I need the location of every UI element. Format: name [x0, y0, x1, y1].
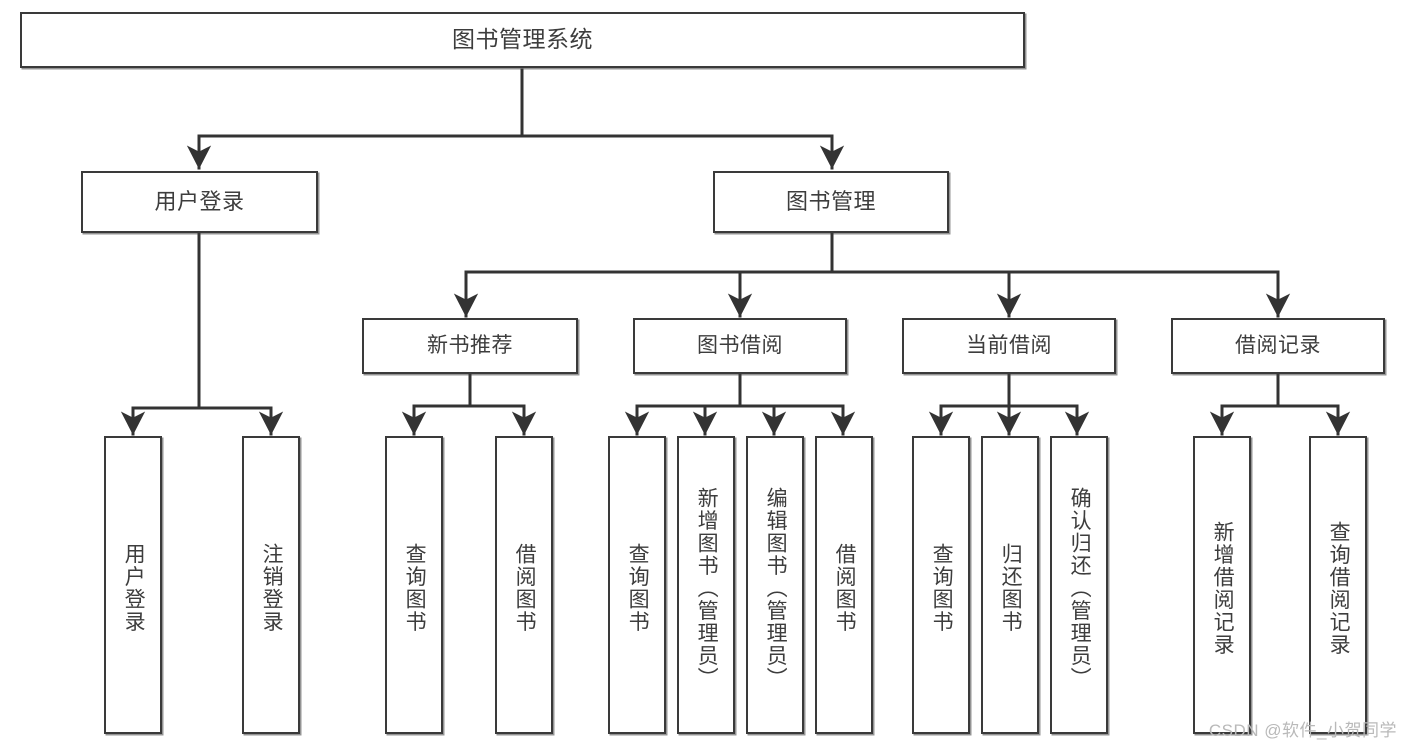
node-label: 注销登录	[260, 543, 284, 633]
node-label: 借阅图书	[513, 543, 537, 633]
leaf-record-add-record[interactable]: 新增借阅记录	[1193, 436, 1251, 734]
leaf-recommend-query-book[interactable]: 查询图书	[385, 436, 443, 734]
node-label: 用户登录	[122, 543, 146, 633]
node-label: 归还图书	[999, 543, 1023, 633]
node-label: 图书管理系统	[452, 26, 593, 53]
node-current-borrow[interactable]: 当前借阅	[902, 318, 1116, 374]
node-label: 确认归还（管理员）	[1068, 486, 1092, 690]
node-borrow-record[interactable]: 借阅记录	[1171, 318, 1385, 374]
node-user-login[interactable]: 用户登录	[81, 171, 318, 233]
node-label: 编辑图书（管理员）	[764, 486, 788, 690]
node-label: 新增图书（管理员）	[695, 486, 719, 690]
leaf-user-login-logout[interactable]: 注销登录	[242, 436, 300, 734]
leaf-borrow-query-book[interactable]: 查询图书	[608, 436, 666, 734]
leaf-borrow-edit-book-admin[interactable]: 编辑图书（管理员）	[746, 436, 804, 734]
leaf-current-confirm-return-admin[interactable]: 确认归还（管理员）	[1050, 436, 1108, 734]
node-label: 借阅记录	[1235, 334, 1321, 358]
node-root-system[interactable]: 图书管理系统	[20, 12, 1025, 68]
node-label: 查询图书	[403, 543, 427, 633]
leaf-record-query-record[interactable]: 查询借阅记录	[1309, 436, 1367, 734]
csdn-watermark: CSDN @软件_小贺同学	[1208, 721, 1397, 740]
leaf-borrow-borrow-book[interactable]: 借阅图书	[815, 436, 873, 734]
node-label: 新增借阅记录	[1211, 520, 1235, 656]
node-label: 新书推荐	[427, 334, 513, 358]
leaf-user-login-login[interactable]: 用户登录	[104, 436, 162, 734]
node-label: 借阅图书	[833, 543, 857, 633]
node-book-borrow[interactable]: 图书借阅	[633, 318, 847, 374]
node-label: 当前借阅	[966, 334, 1052, 358]
node-label: 用户登录	[154, 188, 245, 214]
leaf-recommend-borrow-book[interactable]: 借阅图书	[495, 436, 553, 734]
node-new-book-recommend[interactable]: 新书推荐	[362, 318, 578, 374]
leaf-current-query-book[interactable]: 查询图书	[912, 436, 970, 734]
node-label: 查询图书	[626, 543, 650, 633]
leaf-current-return-book[interactable]: 归还图书	[981, 436, 1039, 734]
node-book-management[interactable]: 图书管理	[713, 171, 949, 233]
node-label: 查询借阅记录	[1327, 520, 1351, 656]
leaf-borrow-add-book-admin[interactable]: 新增图书（管理员）	[677, 436, 735, 734]
node-label: 图书管理	[785, 188, 876, 214]
node-label: 图书借阅	[697, 334, 783, 358]
node-label: 查询图书	[930, 543, 954, 633]
